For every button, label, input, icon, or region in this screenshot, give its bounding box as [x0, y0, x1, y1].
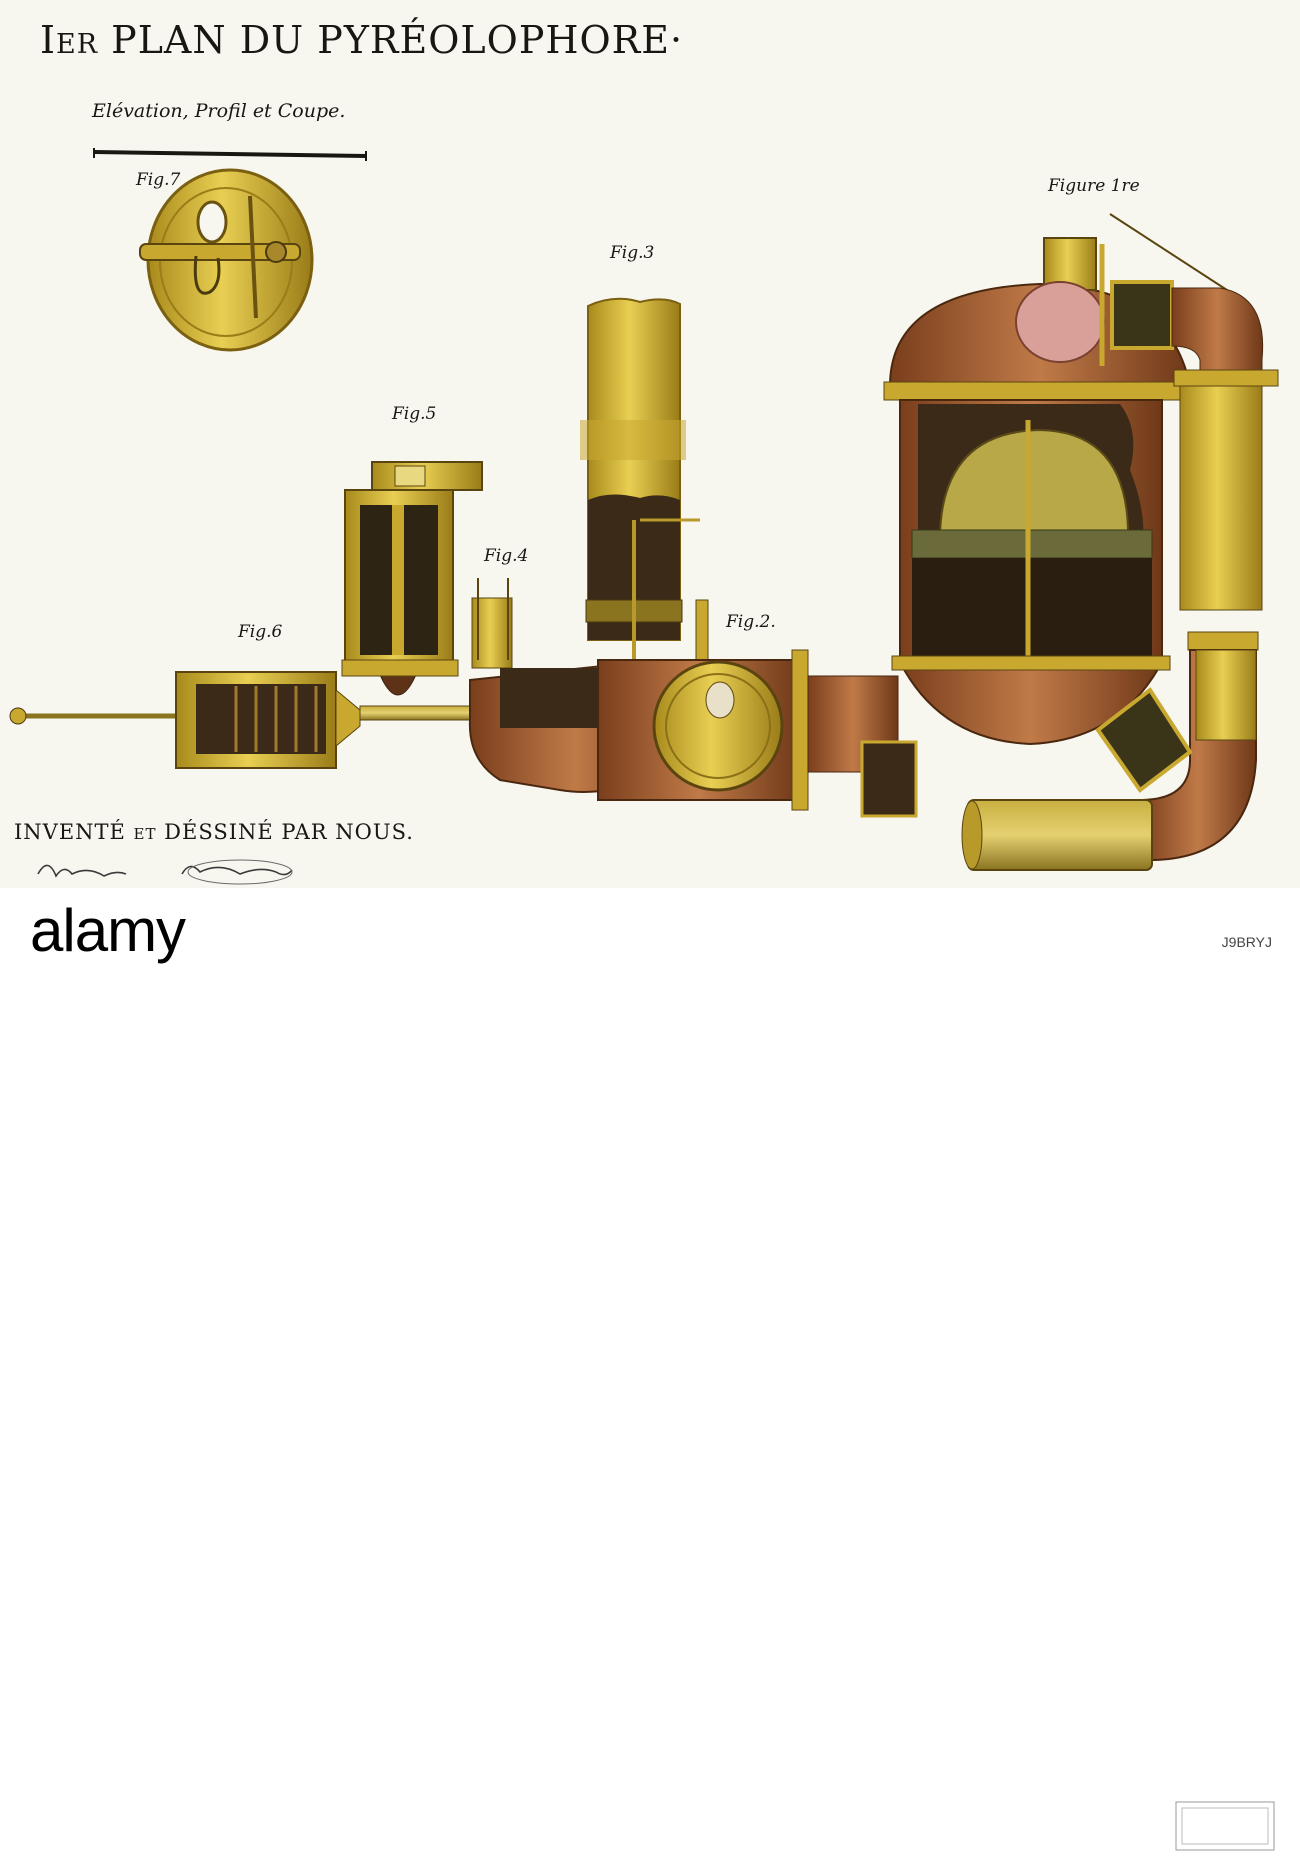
- pyreolophore-illustration: [9, 148, 1279, 871]
- label-fig7: Fig.7: [136, 170, 181, 190]
- fig1-combustion-vessel: [883, 213, 1279, 871]
- fig6-bellows: [9, 671, 471, 769]
- label-fig5: Fig.5: [392, 404, 437, 424]
- fig2-main-chamber: [468, 578, 918, 818]
- plate-footer: INVENTÉ et DÉSSINÉ PAR NOUS.: [14, 820, 414, 844]
- fig3-column: [580, 297, 709, 661]
- decorative-rule: [93, 148, 367, 161]
- label-fig4: Fig.4: [484, 546, 529, 566]
- label-fig1: Figure 1re: [1048, 176, 1140, 196]
- plate-title: Ier PLAN DU PYRÉOLOPHORE·: [40, 18, 684, 62]
- label-fig6: Fig.6: [238, 622, 283, 642]
- watermark-strip: alamy J9BRYJ: [0, 888, 1300, 1851]
- fig7-valve-disc: [139, 168, 314, 352]
- label-fig2: Fig.2.: [726, 612, 776, 632]
- image-id: J9BRYJ: [1221, 934, 1272, 950]
- stamp-icon: [1175, 1801, 1275, 1851]
- brand-logo: alamy: [30, 897, 186, 964]
- label-fig3: Fig.3: [610, 243, 655, 263]
- fig5-cylinder: [341, 461, 483, 696]
- plate-subtitle: Elévation, Profil et Coupe.: [92, 100, 346, 122]
- signatures: [37, 859, 293, 885]
